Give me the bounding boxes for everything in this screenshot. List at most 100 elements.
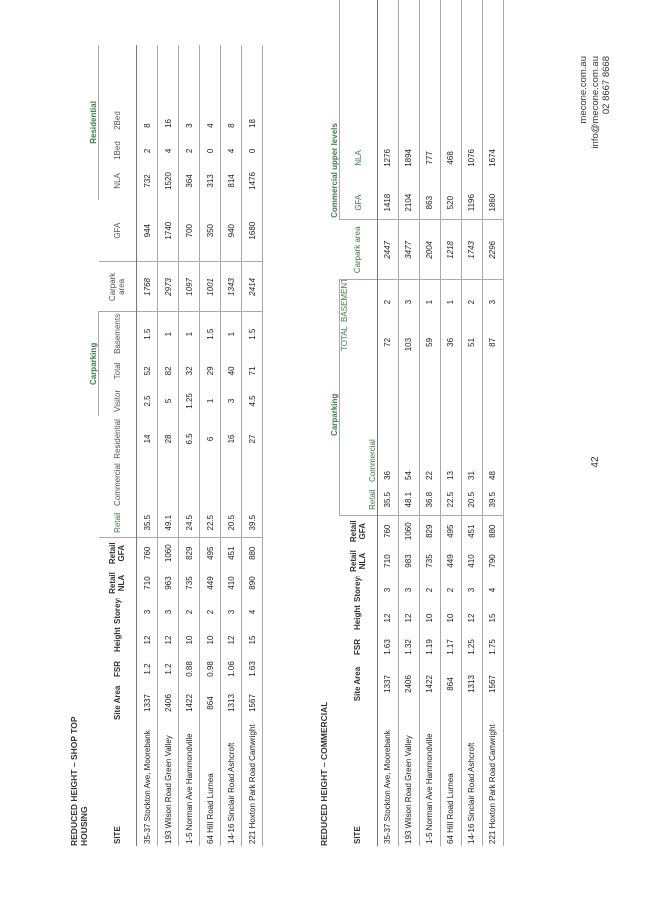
website-text: mecone.com.au (578, 56, 589, 124)
commercial-table: Carparking Commercial upper levels SITE … (329, 0, 504, 846)
site-area-cell: 2406 (398, 662, 419, 706)
retail-parking-cell: 24.5 (178, 507, 200, 538)
commercial-parking-cell (136, 461, 158, 508)
gfa-header: GFA (98, 199, 137, 262)
retail-nla-cell: 449 (440, 546, 461, 576)
storeys-cell: 3 (398, 576, 419, 604)
retail-gfa-cell: 760 (136, 537, 158, 568)
shop-top-table: Carparking Residential SITE Site Area FS… (89, 44, 263, 846)
residential-group-header: Residential (89, 44, 99, 200)
carpark-area-cell: 1743 (461, 219, 482, 280)
retail-nla-cell: 890 (241, 568, 263, 598)
height-cell: 12 (157, 626, 179, 654)
retail-parking-cell: 48.1 (398, 483, 419, 516)
storeys-cell: 2 (178, 598, 200, 626)
nla-cell: 814 (220, 161, 242, 200)
nla-cell: 1076 (461, 129, 482, 186)
gfa-cell: 944 (136, 199, 158, 262)
nla-header-2: NLA (339, 129, 377, 186)
basements-cell: 1 (178, 311, 200, 356)
basements-cell: 1 (157, 311, 179, 356)
basements-cell: 1.5 (199, 311, 221, 356)
retail-parking-cell: 20.5 (220, 507, 242, 538)
retail-gfa-cell: 880 (241, 537, 263, 568)
site-cell: 35-37 Stockton Ave, Moorebank (377, 706, 398, 846)
basements-cell: 3 (482, 279, 503, 324)
residential-parking-cell: 16 (220, 415, 242, 462)
retail-nla-cell: 449 (199, 568, 221, 598)
storeys-cell: 3 (220, 598, 242, 626)
fsr-header: FSR (98, 654, 137, 684)
basements-header-2: BASEMENTS (339, 279, 377, 324)
site-cell: 193 Wilson Road Green Valley (398, 706, 419, 846)
fsr-cell: 1.19 (419, 632, 440, 662)
two-bed-cell: 16 (157, 44, 179, 140)
retail-nla-cell: 735 (419, 546, 440, 576)
total-cell: 71 (241, 355, 263, 386)
visitor-cell: 2.5 (136, 385, 158, 416)
carpark-area-cell: 1218 (440, 219, 461, 280)
commercial-title: REDUCED HEIGHT – COMMERCIAL (319, 701, 329, 846)
residential-parking-cell: 28 (157, 415, 179, 462)
site-cell: 14-16 Sinclair Road Ashcroft (461, 706, 482, 846)
visitor-cell: 1 (199, 385, 221, 416)
nla-cell: 313 (199, 161, 221, 200)
basements-cell: 2 (461, 279, 482, 324)
commercial-parking-cell: 13 (440, 403, 461, 484)
retail-gfa-cell: 451 (220, 537, 242, 568)
residential-parking-cell: 6.5 (178, 415, 200, 462)
commercial-parking-cell: 48 (482, 403, 503, 484)
retail-nla-cell: 410 (461, 546, 482, 576)
site-cell: 64 Hill Road Lurnea (440, 706, 461, 846)
total-cell: 82 (157, 355, 179, 386)
height-cell: 12 (220, 626, 242, 654)
nla-cell: 1520 (157, 161, 179, 200)
carpark-area-cell: 2296 (482, 219, 503, 280)
basements-header: Basements (98, 311, 137, 356)
total-cell: 51 (461, 323, 482, 404)
storeys-cell: 3 (136, 598, 158, 626)
storeys-cell: 2 (440, 576, 461, 604)
retail-nla-header: Retail NLA (98, 568, 137, 598)
nla-cell: 468 (440, 129, 461, 186)
nla-cell: 732 (136, 161, 158, 200)
one-bed-cell: 4 (157, 139, 179, 162)
retail-gfa-cell: 495 (199, 537, 221, 568)
commercial-parking-cell (178, 461, 200, 508)
fsr-cell: 1.2 (136, 654, 158, 684)
fsr-cell: 1.2 (157, 654, 179, 684)
fsr-cell: 0.88 (178, 654, 200, 684)
basements-cell: 2 (377, 279, 398, 324)
retail-gfa-cell: 829 (178, 537, 200, 568)
site-area-header: Site Area (98, 684, 137, 722)
height-cell: 15 (241, 626, 263, 654)
retail-nla-cell: 710 (136, 568, 158, 598)
page-number: 42 (590, 456, 601, 468)
retail-nla-cell: 983 (398, 546, 419, 576)
carpark-area-header-2: Carpark area (339, 219, 377, 280)
one-bed-cell: 0 (199, 139, 221, 162)
two-bed-cell: 8 (220, 44, 242, 140)
site-header: SITE (98, 722, 137, 846)
retail-parking-cell: 35.5 (377, 483, 398, 516)
basements-cell: 1.5 (241, 311, 263, 356)
carpark-area-cell: 1097 (178, 261, 200, 312)
site-header-2: SITE (339, 706, 377, 846)
retail-nla-cell: 790 (482, 546, 503, 576)
retail-parking-cell: 22.5 (199, 507, 221, 538)
commercial-parking-cell: 31 (461, 403, 482, 484)
site-cell: 14-16 Sinclair Road Ashcroft (220, 722, 242, 846)
nla-header: NLA (98, 161, 137, 200)
commercial-parking-cell (157, 461, 179, 508)
storeys-cell: 4 (482, 576, 503, 604)
visitor-cell: 1.25 (178, 385, 200, 416)
height-cell: 12 (461, 604, 482, 632)
storeys-cell: 4 (241, 598, 263, 626)
height-cell: 12 (136, 626, 158, 654)
